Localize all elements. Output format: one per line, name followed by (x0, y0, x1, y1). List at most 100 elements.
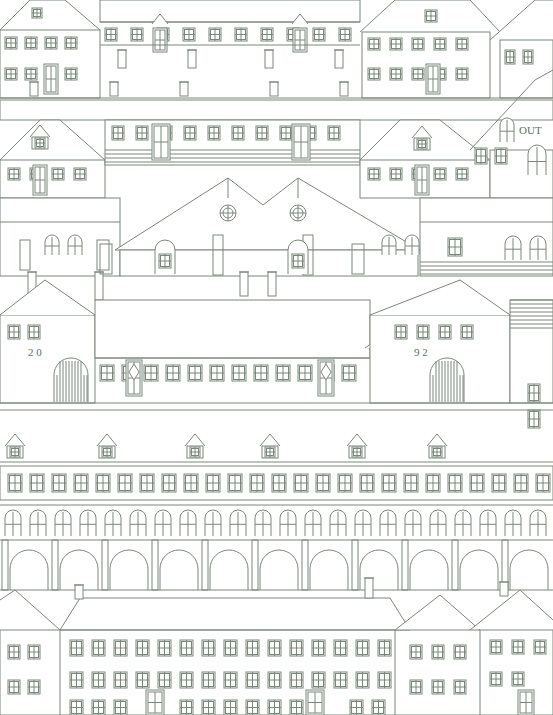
wall-block (187, 446, 203, 458)
stroke-line (294, 483, 308, 484)
wall-block (456, 38, 468, 50)
arch (110, 550, 148, 590)
wall-block (428, 476, 439, 491)
wall-block (536, 474, 550, 492)
wall-block (70, 700, 83, 715)
wall-block (316, 474, 330, 492)
wall-block (314, 674, 324, 687)
wall-block (232, 365, 246, 381)
stroke-line (380, 524, 396, 525)
stroke-line (105, 154, 360, 155)
wall-block (131, 28, 143, 41)
stroke-line (520, 702, 532, 703)
stroke-line (308, 702, 322, 703)
stroke-line (426, 483, 440, 484)
wall-block (188, 50, 196, 68)
wall-block (98, 476, 109, 491)
wall-block (211, 30, 220, 40)
wall-block (434, 647, 443, 658)
stroke-line (105, 524, 121, 525)
stroke-line (155, 524, 171, 525)
wall-block (248, 642, 258, 655)
stroke-line (430, 524, 446, 525)
wall-block (320, 362, 332, 394)
stroke-line (52, 483, 66, 484)
wall-block (417, 139, 427, 149)
stroke-line (330, 524, 346, 525)
wall-block (380, 674, 390, 687)
wall-block (20, 240, 30, 270)
wall-block (370, 70, 379, 79)
arch (130, 510, 146, 536)
wall-block (300, 367, 311, 380)
wall-block (450, 240, 461, 255)
arch (180, 510, 196, 536)
wall-block (390, 68, 402, 80)
wall-block (104, 449, 111, 456)
wall-block (27, 39, 36, 48)
stroke-line (109, 82, 119, 83)
stroke-line (84, 375, 85, 402)
wall-block (0, 630, 553, 715)
wall-block (32, 8, 42, 18)
wall-block (202, 700, 215, 715)
wall-block (30, 327, 39, 338)
wall-block (184, 474, 198, 492)
wall-block (158, 640, 171, 656)
wall-block (512, 640, 524, 654)
wall-block (290, 640, 303, 656)
wall-block (510, 300, 553, 403)
wall-block (208, 476, 219, 491)
wall-block (232, 126, 244, 140)
round-window (290, 205, 306, 221)
stroke-line (187, 50, 197, 51)
wall-block (492, 474, 506, 492)
wall-block (65, 37, 77, 49)
stroke-line (338, 483, 352, 484)
arch (54, 358, 88, 402)
stroke-line (75, 361, 76, 402)
wall-block (204, 674, 214, 687)
wall-block (330, 128, 339, 139)
wall-block (334, 672, 347, 688)
wall-block (358, 642, 368, 655)
wall-block (448, 474, 462, 492)
wall-block (270, 642, 280, 655)
wall-block (8, 325, 20, 339)
wall-block (95, 272, 103, 300)
wall-block (186, 476, 197, 491)
stroke-line (382, 246, 396, 247)
wall-block (5, 68, 17, 80)
wall-block (490, 672, 502, 686)
wall-block (368, 168, 380, 180)
wall-block (210, 365, 224, 381)
stroke-line (100, 45, 360, 46)
wall-block (350, 700, 363, 715)
wall-block (256, 126, 268, 140)
stroke-line (154, 142, 168, 143)
stroke-line (105, 162, 360, 163)
stroke-line (8, 483, 22, 484)
wall-block (293, 28, 307, 52)
stroke-line (180, 524, 196, 525)
stroke-line (439, 361, 440, 402)
wall-block (450, 476, 461, 491)
stroke-line (360, 483, 374, 484)
stroke-line (499, 582, 509, 583)
wall-block (477, 150, 486, 163)
wall-block (226, 702, 236, 714)
stroke-line (276, 373, 290, 374)
wall-block (368, 68, 380, 80)
wall-block (530, 412, 539, 427)
stroke-line (230, 524, 246, 525)
arch (330, 510, 346, 536)
wall-block (434, 449, 441, 456)
stroke-line (118, 483, 132, 484)
stroke-line (105, 158, 360, 159)
wall-block (356, 640, 369, 656)
wall-block (105, 28, 117, 41)
wall-block (294, 256, 303, 267)
outline (152, 14, 168, 24)
arch (155, 240, 175, 274)
wall-block (262, 446, 278, 458)
